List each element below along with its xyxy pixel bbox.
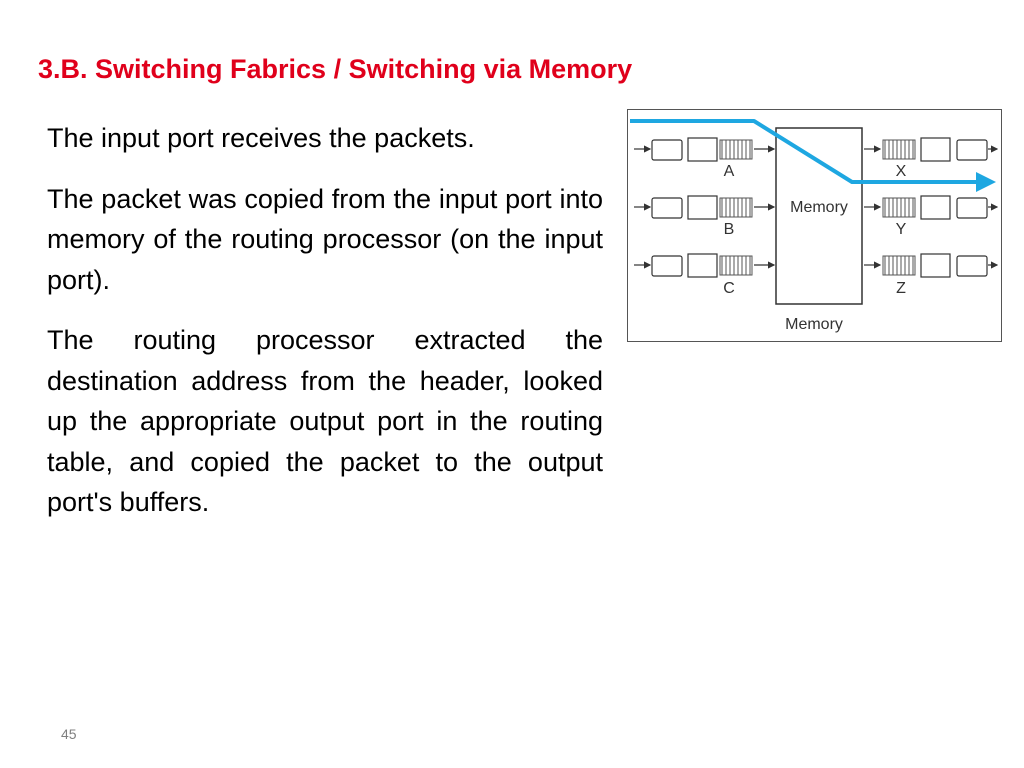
output-port-x: X <box>864 137 999 180</box>
paragraph-routing-processor: The routing processor extracted the dest… <box>47 325 603 517</box>
input-port-c: C <box>634 253 776 297</box>
slide-title: 3.B. Switching Fabrics / Switching via M… <box>38 54 633 84</box>
memory-box <box>775 127 863 305</box>
output-port-y-label: Y <box>896 221 907 238</box>
diagram-caption: Memory <box>785 316 843 333</box>
paragraph-copy-to-memory: The packet was copied from the input por… <box>47 183 603 295</box>
input-port-a: A <box>634 137 776 180</box>
page-number: 45 <box>61 726 77 742</box>
output-port-z-label: Z <box>896 280 906 297</box>
output-port-y: Y <box>864 195 999 238</box>
output-port-x-label: X <box>896 163 907 180</box>
input-port-c-label: C <box>723 280 735 297</box>
diagram-svg: Memory A B C <box>630 119 999 333</box>
memory-box-label: Memory <box>790 199 848 216</box>
input-port-b-label: B <box>724 221 735 238</box>
slide-body: The input port receives the packets. The… <box>47 118 603 543</box>
output-port-z: Z <box>864 253 999 297</box>
switching-via-memory-diagram: Memory A B C <box>627 109 1002 342</box>
paragraph-input-port: The input port receives the packets. <box>47 123 475 153</box>
input-port-b: B <box>634 195 776 238</box>
packet-path-arrow <box>630 119 996 192</box>
input-port-a-label: A <box>724 163 735 180</box>
